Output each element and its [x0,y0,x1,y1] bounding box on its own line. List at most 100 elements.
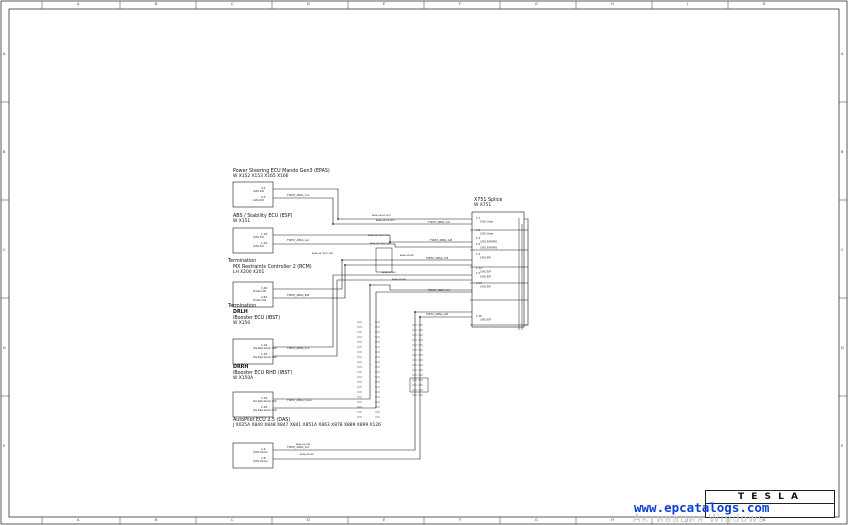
grid-row-label: E [841,444,844,448]
twisted-pair-label: TWIST_ABSA_C-A [287,346,309,350]
twisted-pair-label: TWIST_ABSA_B-B [287,293,309,297]
splice-pin-signal: CAN1 Chass [480,221,494,224]
grid-row-label: D [3,346,6,350]
twisted-pair-label: TWIST_ABSA_C-B [426,256,448,260]
connector-box-ibst_rhd [232,391,274,418]
component-connectors: W X151 [233,219,251,224]
splice-pin-signal: CAN1 ESP/EPAS [480,247,498,250]
wire-designation: ABSA_B4 TWIST GRN [368,234,390,237]
grid-column-label: E [383,518,386,522]
pin-number: 4.3 [261,195,266,199]
connector-box-ibst [232,338,274,365]
component-connectors: W X150A [233,376,254,381]
sheet-border-inner [8,8,840,518]
pin-number: 1.26 [261,241,267,245]
splice-pin-signal: CAN1 ESP [480,257,492,260]
pin-number: 4.2 [261,186,266,190]
pin-signal: Yaw Rate Sensor CAN [253,409,277,412]
variant-tag: DRLH [233,310,248,315]
grid-column-label: B [155,2,158,6]
wire-designation: ABSA_B4 WHT [300,453,315,456]
grid-column-label: D [307,518,310,522]
grid-column-label: C [231,2,234,6]
pin-signal: CAN1 Port [253,245,264,248]
pin-signal: Private CAN [253,290,266,293]
component-connectors: W X150 [233,321,251,326]
pin-number: 1.26 [261,352,267,356]
splice-connectors: W X751 [474,203,492,208]
splice-pin-number: 1.6 [476,242,480,246]
pin-signal: CAN1 400 [253,199,265,202]
pin-signal: CAN1 Vehicle [253,451,268,454]
grid-row-label: C [3,248,6,252]
grid-row-label: D [841,346,844,350]
wire-designation: ABSA_B4 BLK WHT [376,219,396,222]
grid-column-label: A [77,2,80,6]
title-block: T E S L A [705,490,835,518]
splice-pin-number: 1.4 [476,252,480,256]
wire-designation: ABSA_B4 TWIST GRN [312,252,334,255]
component-connectors: J X025A X840 X848 X847 X841 X851A X863 X… [233,423,381,428]
can-wire [273,311,472,451]
pin-number: 1.16 [261,396,267,400]
connector-box-das [232,442,274,469]
grid-column-label: J [687,518,689,522]
junction-dot [332,223,334,225]
splice-pin-signal: CAN1 ESP [480,286,492,289]
component-title: MX Restraints Controller 2 (RCM) [233,265,312,270]
twisted-pair-label: TWIST_ABSA_A-A [287,238,309,242]
splice-pin-signal: CAN1 Chass [480,233,494,236]
splice-junction-cluster [409,377,429,393]
connector-box-esp [232,227,274,254]
can-wire [273,279,472,357]
grid-row-label: C [841,248,844,252]
grid-column-label: K [763,2,766,6]
watermark-ghost-text: Активация Windows [633,512,765,525]
grid-row-label: A [3,52,6,56]
twisted-pair-label: TWIST_ABSA_C-A [428,288,450,292]
pin-signal: CAN1 Port [253,236,264,239]
junction-dot [389,241,391,243]
pin-signal: CAN1 400 [253,190,265,193]
pin-number: 1.26 [261,405,267,409]
splice-pin-number: 1.12 [476,266,482,270]
pin-number: 1.16 [261,343,267,347]
component-title: ABS / Stability ECU (ESP) [233,214,293,219]
grid-row-label: B [3,150,6,154]
grid-column-label: H [611,2,614,6]
splice-box [471,211,525,328]
grid-row-label: E [3,444,6,448]
grid-column-label: J [687,2,689,6]
title-block-divider [706,503,834,504]
splice-pin-number: 1.4 [476,236,480,240]
grid-column-label: H [611,518,614,522]
component-title: iBooster ECU RHD (IBST) [233,371,293,376]
splice-pin-number: 1.16 [476,314,482,318]
pin-number: 2.50 [261,295,267,299]
component-title: Power Steering ECU Mando Gen3 (EPAS) [233,169,330,174]
variant-tag: DRRH [233,365,249,370]
junction-dot [337,218,339,220]
twisted-pair-label: TWIST_ABSA_C-A-A [287,398,312,402]
grid-column-label: C [231,518,234,522]
twisted-pair-label: TWIST_ABSA_C-A [428,220,450,224]
grid-column-label: D [307,2,310,6]
junction-dot [341,259,343,261]
pin-number: 1.16 [261,232,267,236]
junction-dot [419,316,421,318]
brand-logo: T E S L A [738,492,801,502]
can-wire [273,264,472,299]
splice-pin-number: 1.7 [476,216,480,220]
grid-row-label: B [841,150,844,154]
splice-junction-cluster [375,247,393,273]
grid-column-label: E [383,2,386,6]
wire-designation: ABSA_B4 WHT [392,278,407,281]
splice-pin-signal: CAN1 ESP [480,271,492,274]
grid-column-label: F [459,518,462,522]
twisted-pair-label: TWIST_ABSA_C-A [287,193,309,197]
pin-number: 2.40 [261,286,267,290]
can-wire [273,188,472,220]
junction-dot [414,311,416,313]
